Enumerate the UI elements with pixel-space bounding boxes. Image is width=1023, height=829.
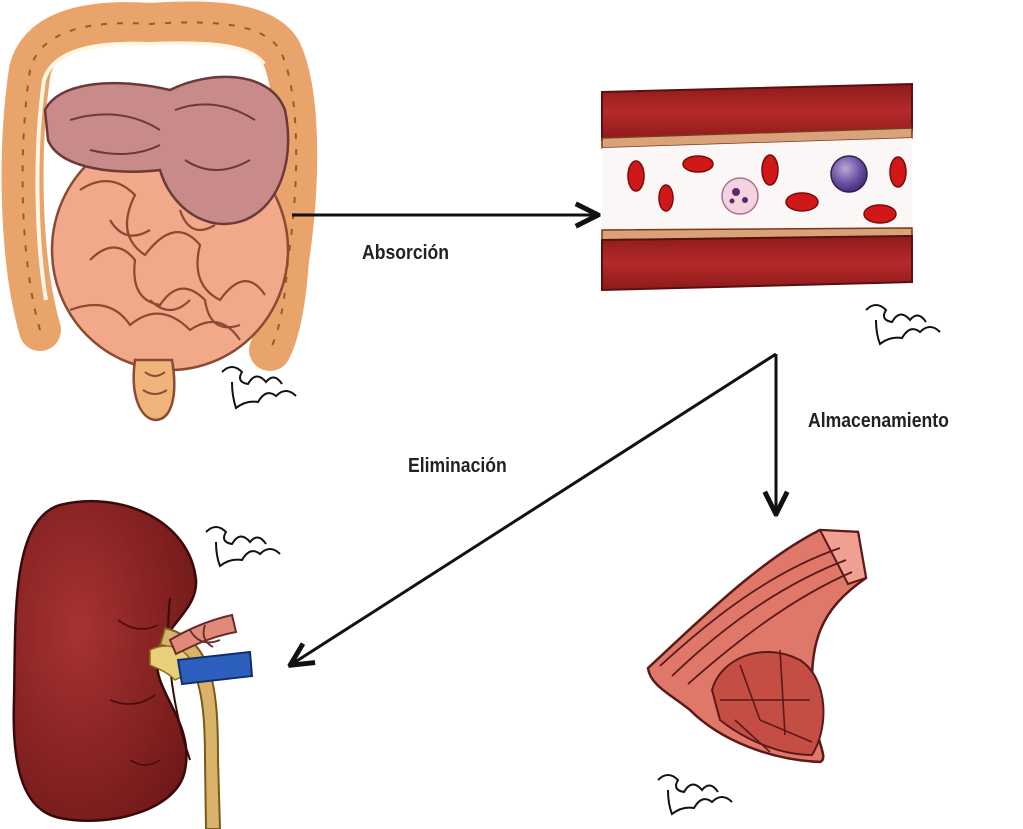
- artist-signature: [206, 527, 280, 566]
- muscle-illustration: [648, 530, 866, 762]
- elimination-label: Eliminación: [408, 455, 507, 478]
- artist-signature: [658, 775, 732, 814]
- blood-vessel-illustration: [602, 84, 912, 290]
- intestines-illustration: [23, 12, 297, 420]
- storage-label: Almacenamiento: [808, 410, 949, 433]
- absorption-label: Absorción: [362, 242, 449, 265]
- artist-signature: [866, 305, 940, 344]
- artist-signature: [222, 367, 296, 408]
